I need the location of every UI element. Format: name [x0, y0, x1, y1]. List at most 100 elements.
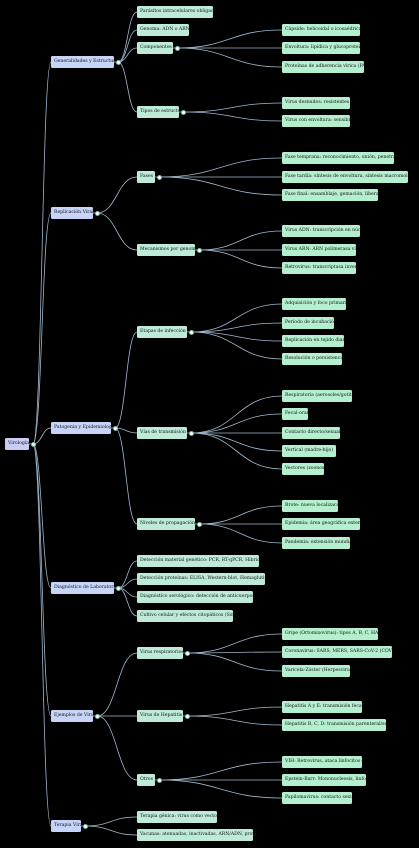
node-componentes[interactable]: Componentes — [137, 42, 173, 54]
connector-line — [190, 432, 283, 452]
connector-line — [158, 157, 283, 178]
node-epstein-barr-mononucleosis-linfomas[interactable]: Epstein-Barr: Mononucleosis, linfomas — [282, 774, 366, 786]
node-parasitos-intracelulares-obligados[interactable]: Parásitos intracelulares obligados — [137, 6, 213, 18]
connector-line — [84, 825, 138, 836]
connector-line — [198, 523, 283, 544]
connector-line — [182, 102, 283, 113]
connector-line — [114, 427, 138, 525]
collapse-toggle[interactable] — [82, 823, 88, 829]
collapse-toggle[interactable] — [196, 521, 202, 527]
collapse-toggle[interactable] — [174, 45, 180, 51]
connector-line — [186, 652, 283, 672]
connector-line — [96, 212, 138, 251]
collapse-toggle[interactable] — [156, 777, 162, 783]
node-epidemia-area-geografica-extensa[interactable]: Epidemia: área geográfica extensa — [282, 518, 360, 530]
node-brote-nueva-localizacion[interactable]: Brote: nueva localización — [282, 500, 338, 512]
node-etapas-de-infeccion[interactable]: Etapas de infección — [137, 326, 187, 338]
collapse-toggle[interactable] — [112, 425, 118, 431]
collapse-toggle[interactable] — [188, 430, 194, 436]
node-vih-retrovirus-ataca-linfocitos-cd4[interactable]: VIH: Retrovirus, ataca linfocitos CD4 — [282, 756, 362, 768]
node-fases[interactable]: Fases — [137, 171, 155, 183]
node-virus-adn-transcripcion-en-nucleo[interactable]: Virus ADN: transcripción en núcleo — [282, 225, 360, 237]
connector-line — [190, 432, 283, 470]
node-replicacion-en-tejido-diana[interactable]: Replicación en tejido diana — [282, 335, 344, 347]
node-diagnostico-de-laboratorio[interactable]: Diagnóstico de Laboratorio — [51, 582, 114, 594]
node-cultivo-celular-y-efectos-citopaticos-si[interactable]: Cultivo celular y efectos citopáticos (S… — [137, 610, 233, 622]
connector-line — [32, 443, 52, 717]
connector-line — [190, 322, 283, 333]
collapse-toggle[interactable] — [180, 109, 186, 115]
connector-line — [186, 651, 283, 654]
connector-line — [186, 715, 283, 726]
node-virus-desnudos-resistentes[interactable]: Virus desnudos: resistentes — [282, 97, 350, 109]
node-virus-respiratorios[interactable]: Virus respiratorios — [137, 647, 183, 659]
connector-line — [84, 816, 138, 827]
connector-line — [32, 443, 52, 827]
node-coronavirus-sars-mers-sars-cov-2-covid-1[interactable]: Coronavirus: SARS, MERS, SARS-CoV-2 (COV… — [282, 646, 392, 658]
node-vertical-madre-hijo[interactable]: Vertical (madre-hijo) — [282, 445, 336, 457]
node-periodo-de-incubacion[interactable]: Período de incubación — [282, 317, 334, 329]
node-resolucion-o-persistencia[interactable]: Resolución o persistencia — [282, 353, 342, 365]
connector-line — [32, 61, 52, 445]
node-genoma-adn-o-arn[interactable]: Genoma: ADN o ARN — [137, 24, 189, 36]
node-pandemia-extension-mundial[interactable]: Pandemia: extensión mundial — [282, 537, 350, 549]
node-mecanismos-por-genoma[interactable]: Mecanismos por genoma — [137, 244, 195, 256]
collapse-toggle[interactable] — [30, 441, 36, 447]
connector-line — [190, 413, 283, 434]
connector-line — [198, 249, 283, 269]
node-terapia-genica-virus-como-vectores[interactable]: Terapia génica: virus como vectores — [137, 811, 217, 823]
node-fecal-oral[interactable]: Fecal-oral — [282, 408, 308, 420]
node-terapia-viral[interactable]: Terapia Viral — [51, 820, 81, 832]
collapse-toggle[interactable] — [94, 210, 100, 216]
collapse-toggle[interactable] — [115, 585, 121, 591]
collapse-toggle[interactable] — [184, 650, 190, 656]
node-fase-final-ensamblaje-gemacion-liberacio[interactable]: Fase final: ensamblaje, gemación, libera… — [282, 189, 378, 201]
connector-line — [190, 395, 283, 434]
node-vectores-zoonosis[interactable]: Vectores (zoonosis) — [282, 463, 324, 475]
node-retrovirus-transcriptasa-inversa[interactable]: Retrovirus: transcriptasa inversa — [282, 262, 356, 274]
collapse-toggle[interactable] — [115, 59, 121, 65]
node-hepatitis-a-y-e-transmision-fecal-oral[interactable]: Hepatitis A y E: transmisión fecal-oral — [282, 701, 362, 713]
connector-line — [176, 47, 283, 68]
connector-line — [117, 29, 138, 63]
collapse-toggle[interactable] — [188, 329, 194, 335]
collapse-toggle[interactable] — [156, 174, 162, 180]
node-gripe-ortomixovirus-tipos-a-b-c-ha-y-na[interactable]: Gripe (Ortomixovirus): tipos A, B, C, HA… — [282, 628, 378, 640]
node-generalidades-y-estructura[interactable]: Generalidades y Estructura — [51, 56, 114, 68]
node-tipos-de-estructura[interactable]: Tipos de estructura — [137, 106, 179, 118]
node-virus-con-envoltura-sensibles[interactable]: Virus con envoltura: sensibles — [282, 115, 350, 127]
connector-line — [32, 212, 52, 445]
node-otros[interactable]: Otros — [137, 774, 155, 786]
collapse-toggle[interactable] — [94, 713, 100, 719]
node-niveles-de-propagacion[interactable]: Niveles de propagación — [137, 518, 195, 530]
connector-line — [198, 230, 283, 251]
connector-line — [198, 505, 283, 525]
node-papilomavirus-contacto-sexual[interactable]: Papilomavirus: contacto sexual — [282, 792, 352, 804]
node-diagnostico-serologico-deteccion-de-anti[interactable]: Diagnóstico serológico: detección de ant… — [137, 591, 253, 603]
node-virus-arn-arn-polimerasa-virica[interactable]: Virus ARN: ARN polimerasa vírica — [282, 244, 356, 256]
node-adquisicion-y-foco-primario[interactable]: Adquisición y foco primario — [282, 298, 346, 310]
node-hepatitis-b-c-d-transmision-parenteral-s[interactable]: Hepatitis B, C, D: transmisión parentera… — [282, 719, 386, 731]
node-virologia[interactable]: Virología — [5, 438, 29, 450]
connector-line — [32, 443, 52, 589]
node-fase-temprana-reconocimiento-union-penet[interactable]: Fase temprana: reconocimiento, unión, pe… — [282, 152, 394, 164]
node-fase-tardia-sintesis-de-envoltura-sintes[interactable]: Fase tardía: síntesis de envoltura, sínt… — [282, 171, 408, 183]
node-envoltura-lipidica-y-glucoproteinas[interactable]: Envoltura: lipídica y glucoproteínas — [282, 42, 360, 54]
collapse-toggle[interactable] — [184, 713, 190, 719]
node-deteccion-material-genetico-pcr-rt-qpcr-[interactable]: Detección material genético: PCR, RT-qPC… — [137, 555, 259, 567]
node-deteccion-proteinas-elisa-western-blot-h[interactable]: Detección proteínas: ELISA, Western-blot… — [137, 573, 265, 585]
collapse-toggle[interactable] — [196, 247, 202, 253]
node-varicela-zoster-herpesvirus[interactable]: Varicela-Zóster (Herpesvirus) — [282, 665, 350, 677]
node-contacto-directo-sexual[interactable]: Contacto directo/sexual — [282, 427, 340, 439]
node-respiratoria-aerosoles-gotitas[interactable]: Respiratoria (aerosoles/gotitas) — [282, 390, 352, 402]
node-vacunas-atenuadas-inactivadas-arn-adn-pr[interactable]: Vacunas: atenuadas, inactivadas, ARN/ADN… — [137, 829, 253, 841]
node-replicacion-viral[interactable]: Replicación Viral — [51, 207, 93, 219]
node-virus-de-hepatitis[interactable]: Virus de Hepatitis — [137, 710, 183, 722]
node-proteinas-de-adherencia-virica-pav[interactable]: Proteínas de adherencia vírica (PAV) — [282, 61, 364, 73]
node-patogenia-y-epidemiologia[interactable]: Patogenia y Epidemiología — [51, 422, 111, 434]
node-ejemplos-de-virus[interactable]: Ejemplos de Virus — [51, 710, 93, 722]
node-vias-de-transmision[interactable]: Vías de transmisión — [137, 427, 187, 439]
connector-line — [96, 176, 138, 214]
node-capside-helicoidal-o-icosaedrica[interactable]: Cápside: helicoidal o icosaédrica — [282, 24, 360, 36]
